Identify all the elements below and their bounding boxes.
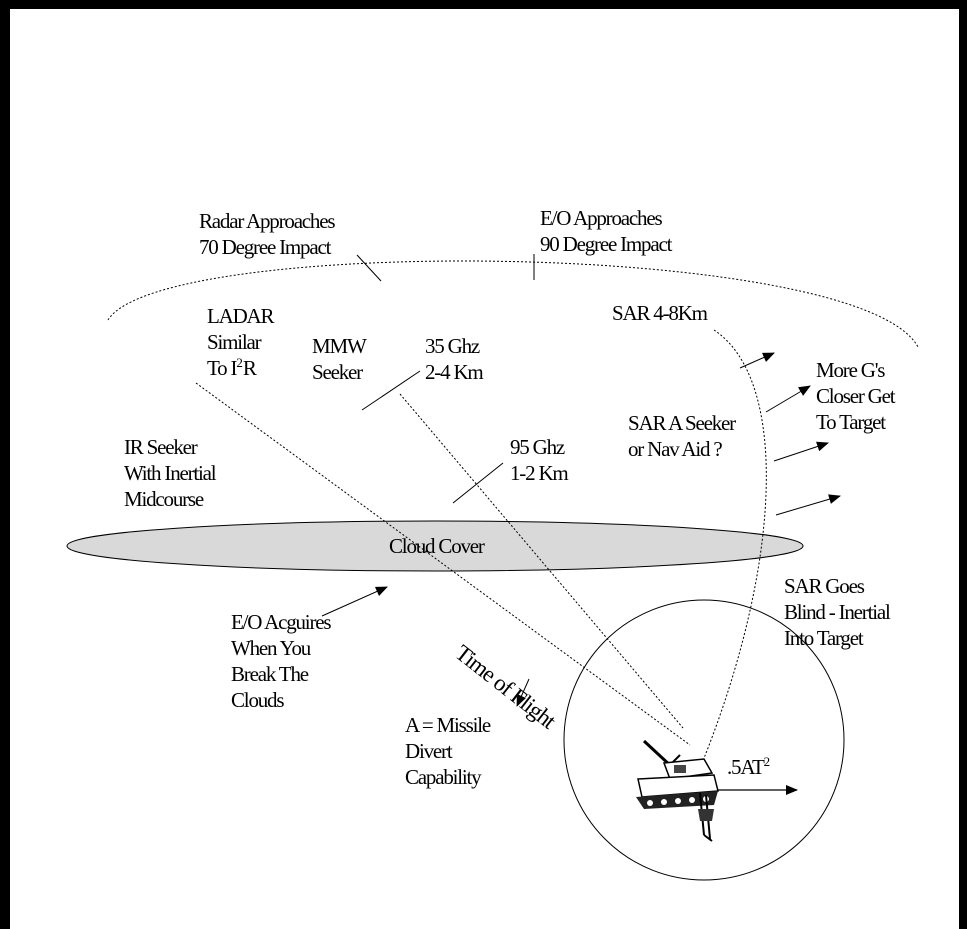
cloud-cover-label: Cloud Cover bbox=[389, 533, 484, 559]
divert-formula-label: .5AT2 bbox=[727, 754, 770, 780]
sar-blind-label: SAR Goes Blind - Inertial Into Target bbox=[784, 573, 890, 651]
sar-seeker-label: SAR A Seeker or Nav Aid ? bbox=[628, 410, 735, 462]
mmw-ghz35-line bbox=[362, 371, 420, 410]
arrow-closer bbox=[774, 443, 828, 461]
formula-superscript: 2 bbox=[764, 754, 771, 769]
arrow-target bbox=[776, 496, 840, 515]
self-propelled-howitzer-icon bbox=[636, 741, 718, 841]
ghz95-label: 95 Ghz 1-2 Km bbox=[510, 434, 568, 486]
ir-seeker-label: IR Seeker With Inertial Midcourse bbox=[124, 434, 215, 512]
radar-pointer bbox=[357, 255, 381, 281]
missile-divert-label: A = Missile Divert Capability bbox=[405, 712, 490, 790]
eo-approaches-label: E/O Approaches 90 Degree Impact bbox=[540, 205, 671, 257]
ladar-label: LADAR Similar To I2R bbox=[207, 303, 273, 381]
ghz35-label: 35 Ghz 2-4 Km bbox=[425, 333, 483, 385]
arrow-eo-acquires bbox=[322, 587, 387, 616]
eo-acquires-label: E/O Acguires When You Break The Clouds bbox=[231, 609, 330, 713]
arrow-more-gs bbox=[766, 386, 810, 412]
ghz95-line bbox=[453, 463, 503, 503]
more-gs-label: More G's Closer Get To Target bbox=[816, 357, 894, 435]
mmw-seeker-label: MMW Seeker bbox=[312, 333, 366, 385]
sar-range-label: SAR 4-8Km bbox=[612, 300, 707, 326]
radar-approaches-label: Radar Approaches 70 Degree Impact bbox=[199, 208, 334, 260]
arrow-sar-up bbox=[740, 353, 774, 368]
